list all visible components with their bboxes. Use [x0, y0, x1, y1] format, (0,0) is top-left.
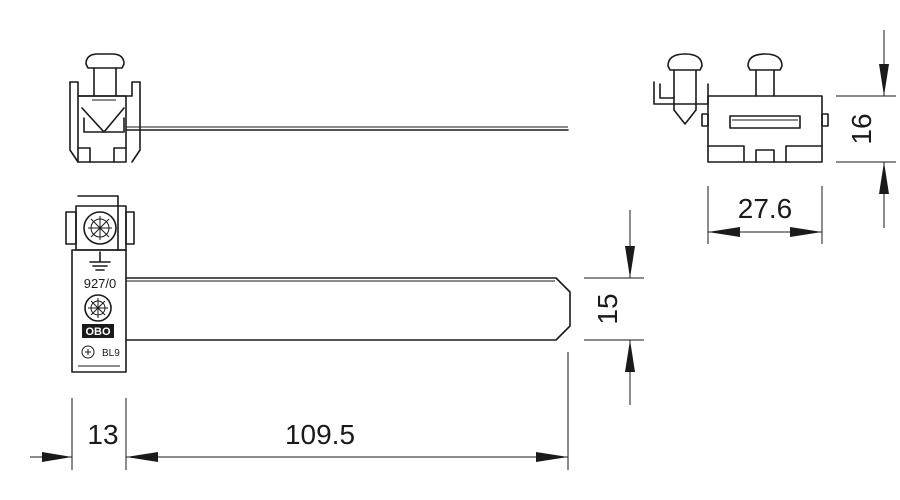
clamp-right-ear: [125, 211, 135, 245]
top-view: 927/0 OBO BL9: [65, 195, 571, 373]
code-label: BL9: [102, 348, 120, 359]
front-body: [77, 95, 127, 163]
dimension-band-width: 15: [584, 210, 644, 405]
approval-icon-mark: [85, 349, 91, 355]
arrow-109-5-right: [536, 452, 568, 462]
clamp-top-head: [77, 195, 119, 251]
dim-label-13: 13: [87, 419, 118, 450]
top-screw-cross: [88, 216, 112, 240]
band-screw-icon: [84, 294, 112, 322]
front-clip-sides: [69, 81, 141, 163]
dim-label-27-6: 27.6: [738, 193, 793, 224]
arrow-109-5-left: [126, 452, 158, 462]
band-screw-cross: [88, 298, 108, 318]
side-body-tabs: [701, 113, 829, 127]
arrow-16-top: [879, 64, 889, 96]
side-view: [653, 53, 829, 163]
arrow-15-top: [625, 246, 635, 278]
arrow-27-6-left: [708, 227, 740, 237]
dimension-side-height: 16: [836, 30, 896, 228]
side-screw-left-clip: [659, 83, 675, 99]
side-body-slot: [729, 115, 801, 129]
clamp-left-ear: [65, 211, 77, 245]
approval-icon: [81, 345, 95, 359]
side-screw-left-shank: [673, 69, 697, 125]
ground-icon: [89, 251, 111, 271]
arrow-13: [42, 452, 72, 462]
front-inner-slot: [83, 117, 125, 133]
dim-label-15: 15: [592, 293, 623, 324]
front-screw-shank: [93, 67, 117, 97]
band-outline: [125, 277, 571, 341]
side-screw-left-bracket: [653, 81, 709, 105]
side-body: [707, 95, 823, 163]
top-screw-icon: [83, 211, 117, 245]
dimension-side-width: 27.6: [707, 186, 823, 244]
side-screw-right-shank: [755, 69, 775, 97]
dim-label-16: 16: [846, 113, 877, 144]
front-clip-top: [69, 81, 141, 97]
dim-label-109-5: 109.5: [285, 419, 355, 450]
side-screw-left-head: [667, 53, 703, 71]
front-feet: [77, 147, 127, 163]
arrow-15-bottom: [625, 340, 635, 372]
dimension-width-length: 13 109.5: [30, 352, 569, 470]
front-screw-head: [85, 53, 125, 69]
side-screw-right-head: [747, 53, 783, 71]
brand-logo-box: [82, 324, 114, 338]
side-body-feet: [707, 145, 823, 163]
part-number-label: 927/0: [84, 276, 117, 291]
brand-logo: OBO: [85, 326, 111, 338]
front-inner-v: [81, 107, 125, 133]
arrow-27-6-right: [790, 227, 822, 237]
arrow-16-bottom: [879, 162, 889, 194]
front-view: [69, 53, 569, 163]
